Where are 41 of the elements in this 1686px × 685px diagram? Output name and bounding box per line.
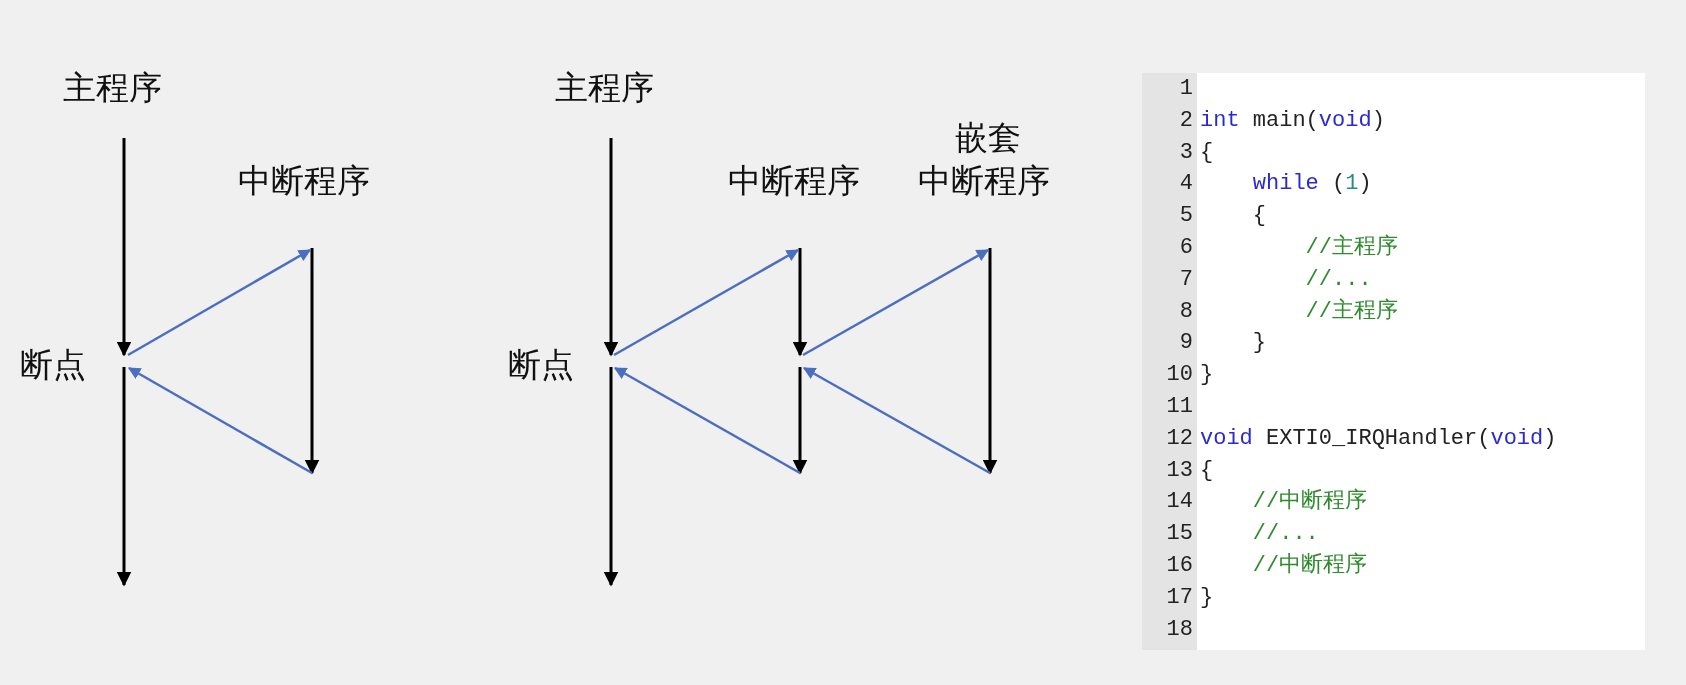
line-number: 2: [1179, 106, 1193, 135]
line-number: 15: [1166, 520, 1193, 549]
line-number: 7: [1179, 265, 1193, 294]
line-number: 3: [1179, 138, 1193, 167]
code-comment: //...: [1305, 265, 1372, 294]
line-number: 10: [1166, 361, 1193, 390]
code-comment: //主程序: [1305, 234, 1398, 262]
program-label: 中断程序: [918, 163, 1050, 200]
code-line: void EXTI0_IRQHandler(void): [1200, 424, 1557, 453]
line-number: 18: [1166, 615, 1193, 644]
code-comment: //...: [1252, 520, 1319, 549]
line-number: 14: [1166, 488, 1193, 517]
breakpoint-label: 断点: [20, 347, 86, 384]
line-number: 9: [1179, 329, 1193, 358]
code-line: {: [1200, 456, 1214, 485]
line-number: 11: [1166, 393, 1193, 421]
code-line: int main(void): [1200, 106, 1385, 135]
code-comment: //主程序: [1305, 297, 1398, 326]
line-number: 4: [1179, 170, 1193, 199]
line-number: 17: [1166, 583, 1193, 612]
line-number: 12: [1166, 424, 1193, 453]
line-number: 8: [1179, 297, 1193, 326]
code-line: }: [1200, 361, 1214, 390]
code-line: while (1): [1252, 170, 1372, 199]
program-label: 主程序: [555, 70, 654, 107]
code-line: {: [1200, 138, 1214, 167]
line-number: 1: [1179, 75, 1193, 103]
program-label: 中断程序: [238, 163, 370, 200]
program-label: 嵌套: [955, 120, 1021, 157]
program-label: 中断程序: [728, 163, 860, 200]
line-number: 5: [1179, 202, 1193, 231]
code-line: {: [1252, 202, 1266, 231]
code-line: }: [1252, 329, 1266, 358]
breakpoint-label: 断点: [508, 347, 574, 384]
code-comment: //中断程序: [1252, 488, 1368, 517]
line-number: 13: [1166, 456, 1193, 485]
code-comment: //中断程序: [1252, 552, 1368, 580]
line-number: 16: [1166, 552, 1193, 580]
line-number: 6: [1179, 234, 1193, 262]
program-label: 主程序: [63, 70, 162, 107]
code-line: }: [1200, 583, 1214, 612]
